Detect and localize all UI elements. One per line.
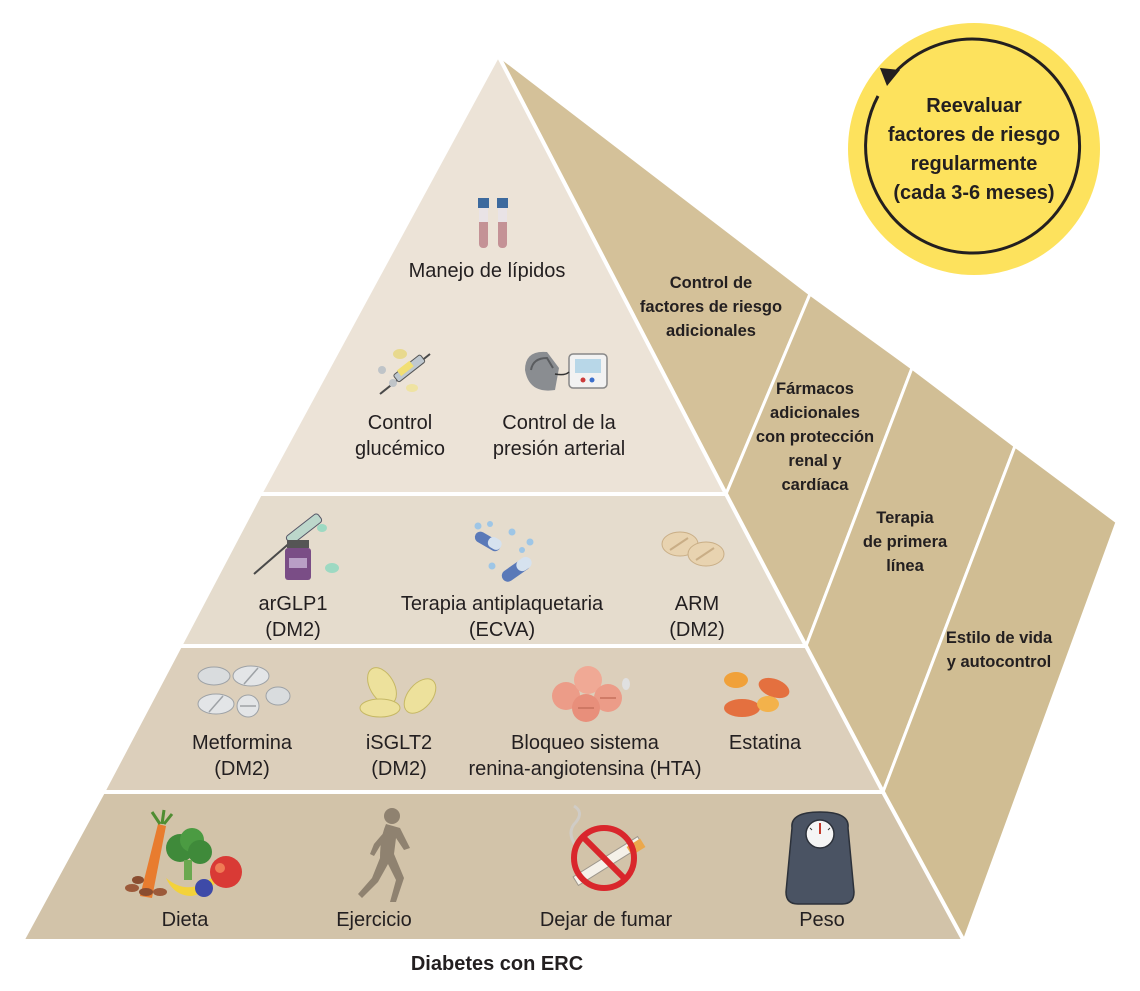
item-label: Dejar de fumar [539, 909, 673, 931]
item-label: (DM2) [214, 758, 270, 780]
side-label-line: factores de riesgo [639, 298, 783, 316]
side-label-estilo-vida: Estilo de vida y autocontrol [946, 626, 1052, 674]
item-arm: ARM (DM2) [669, 591, 725, 643]
item-label: Manejo de lípidos [408, 260, 566, 282]
item-label: Metformina [191, 732, 293, 754]
item-arglp1: arGLP1 (DM2) [259, 591, 328, 643]
tier-base-shape [18, 790, 968, 943]
item-control-glucemico: Control glucémico [355, 410, 445, 462]
item-peso: Peso [799, 907, 845, 933]
item-dejar-fumar: Dejar de fumar [540, 907, 672, 933]
orange-pills-icon [724, 672, 790, 717]
test-tubes-icon [478, 198, 508, 248]
cycle-badge [848, 23, 1100, 275]
yellow-pills-icon [359, 667, 437, 718]
item-label: iSGLT2 [365, 732, 433, 754]
diagram-caption: Diabetes con ERC [410, 953, 584, 975]
side-label-line: línea [886, 557, 924, 575]
side-label-line: Control de [669, 274, 753, 292]
item-label: (DM2) [265, 619, 321, 641]
side-label-terapia: Terapia de primera línea [863, 506, 947, 578]
side-label-line: adicionales [666, 322, 756, 340]
item-label: Dieta [161, 909, 209, 931]
scale-icon [785, 811, 855, 905]
item-label: Control de la [502, 412, 616, 434]
item-label: presión arterial [492, 438, 626, 460]
tablets-icon [661, 531, 725, 567]
item-label: Peso [799, 909, 845, 931]
side-label-line: y autocontrol [946, 653, 1052, 671]
side-label-line: con protección [755, 428, 875, 446]
item-bloqueo-sra: Bloqueo sistema renina-angiotensina (HTA… [468, 730, 701, 782]
item-isglt2: iSGLT2 (DM2) [366, 730, 432, 782]
side-label-line: Fármacos [776, 380, 854, 398]
item-label: ARM [674, 593, 720, 615]
white-pills-icon [197, 665, 291, 718]
injection-vial-icon [253, 513, 339, 580]
item-terapia-antiplaquetaria: Terapia antiplaquetaria (ECVA) [401, 591, 603, 643]
side-label-line: Terapia [876, 509, 934, 527]
blood-pressure-monitor-icon [525, 351, 608, 391]
item-label: Ejercicio [336, 909, 412, 931]
item-label: Bloqueo sistema [511, 732, 659, 754]
side-label-control-factores: Control de factores de riesgo adicionale… [640, 271, 782, 343]
item-ejercicio: Ejercicio [336, 907, 412, 933]
cycle-badge-line: regularmente [910, 153, 1038, 175]
item-label: Estatina [728, 732, 802, 754]
food-icon [125, 809, 242, 898]
item-label: (DM2) [669, 619, 725, 641]
no-smoking-icon [569, 804, 646, 891]
side-label-line: adicionales [770, 404, 860, 422]
side-label-line: de primera [862, 533, 948, 551]
item-metformina: Metformina (DM2) [192, 730, 292, 782]
cycle-badge-text: Reevaluar factores de riesgo regularment… [860, 92, 1088, 208]
item-label: glucémico [354, 438, 446, 460]
cycle-badge-line: Reevaluar [926, 95, 1022, 117]
side-label-line: Estilo de vida [945, 629, 1053, 647]
item-label: arGLP1 [258, 593, 328, 615]
capsules-icon [474, 521, 534, 582]
side-label-line: renal y [788, 452, 842, 470]
runner-icon [358, 808, 410, 902]
side-label-farmacos: Fármacos adicionales con protección rena… [756, 377, 874, 497]
front-tiers [18, 50, 968, 943]
item-label: renina-angiotensina (HTA) [468, 758, 702, 780]
cycle-badge-line: factores de riesgo [887, 124, 1061, 146]
item-estatina: Estatina [729, 730, 801, 756]
cycle-arrowhead-icon [880, 68, 900, 86]
syringe-pills-icon [378, 349, 431, 395]
side-faces [496, 53, 1119, 945]
item-manejo-lipidos: Manejo de lípidos [409, 258, 566, 284]
item-label: Control [367, 412, 433, 434]
cycle-arrow-icon [864, 37, 1082, 255]
item-label: Terapia antiplaquetaria [400, 593, 604, 615]
side-label-line: cardíaca [781, 476, 849, 494]
item-label: (DM2) [371, 758, 427, 780]
item-control-presion: Control de la presión arterial [493, 410, 625, 462]
item-dieta: Dieta [162, 907, 209, 933]
cycle-badge-line: (cada 3-6 meses) [893, 182, 1055, 204]
pink-pills-icon [552, 666, 630, 722]
item-label: (ECVA) [468, 619, 536, 641]
